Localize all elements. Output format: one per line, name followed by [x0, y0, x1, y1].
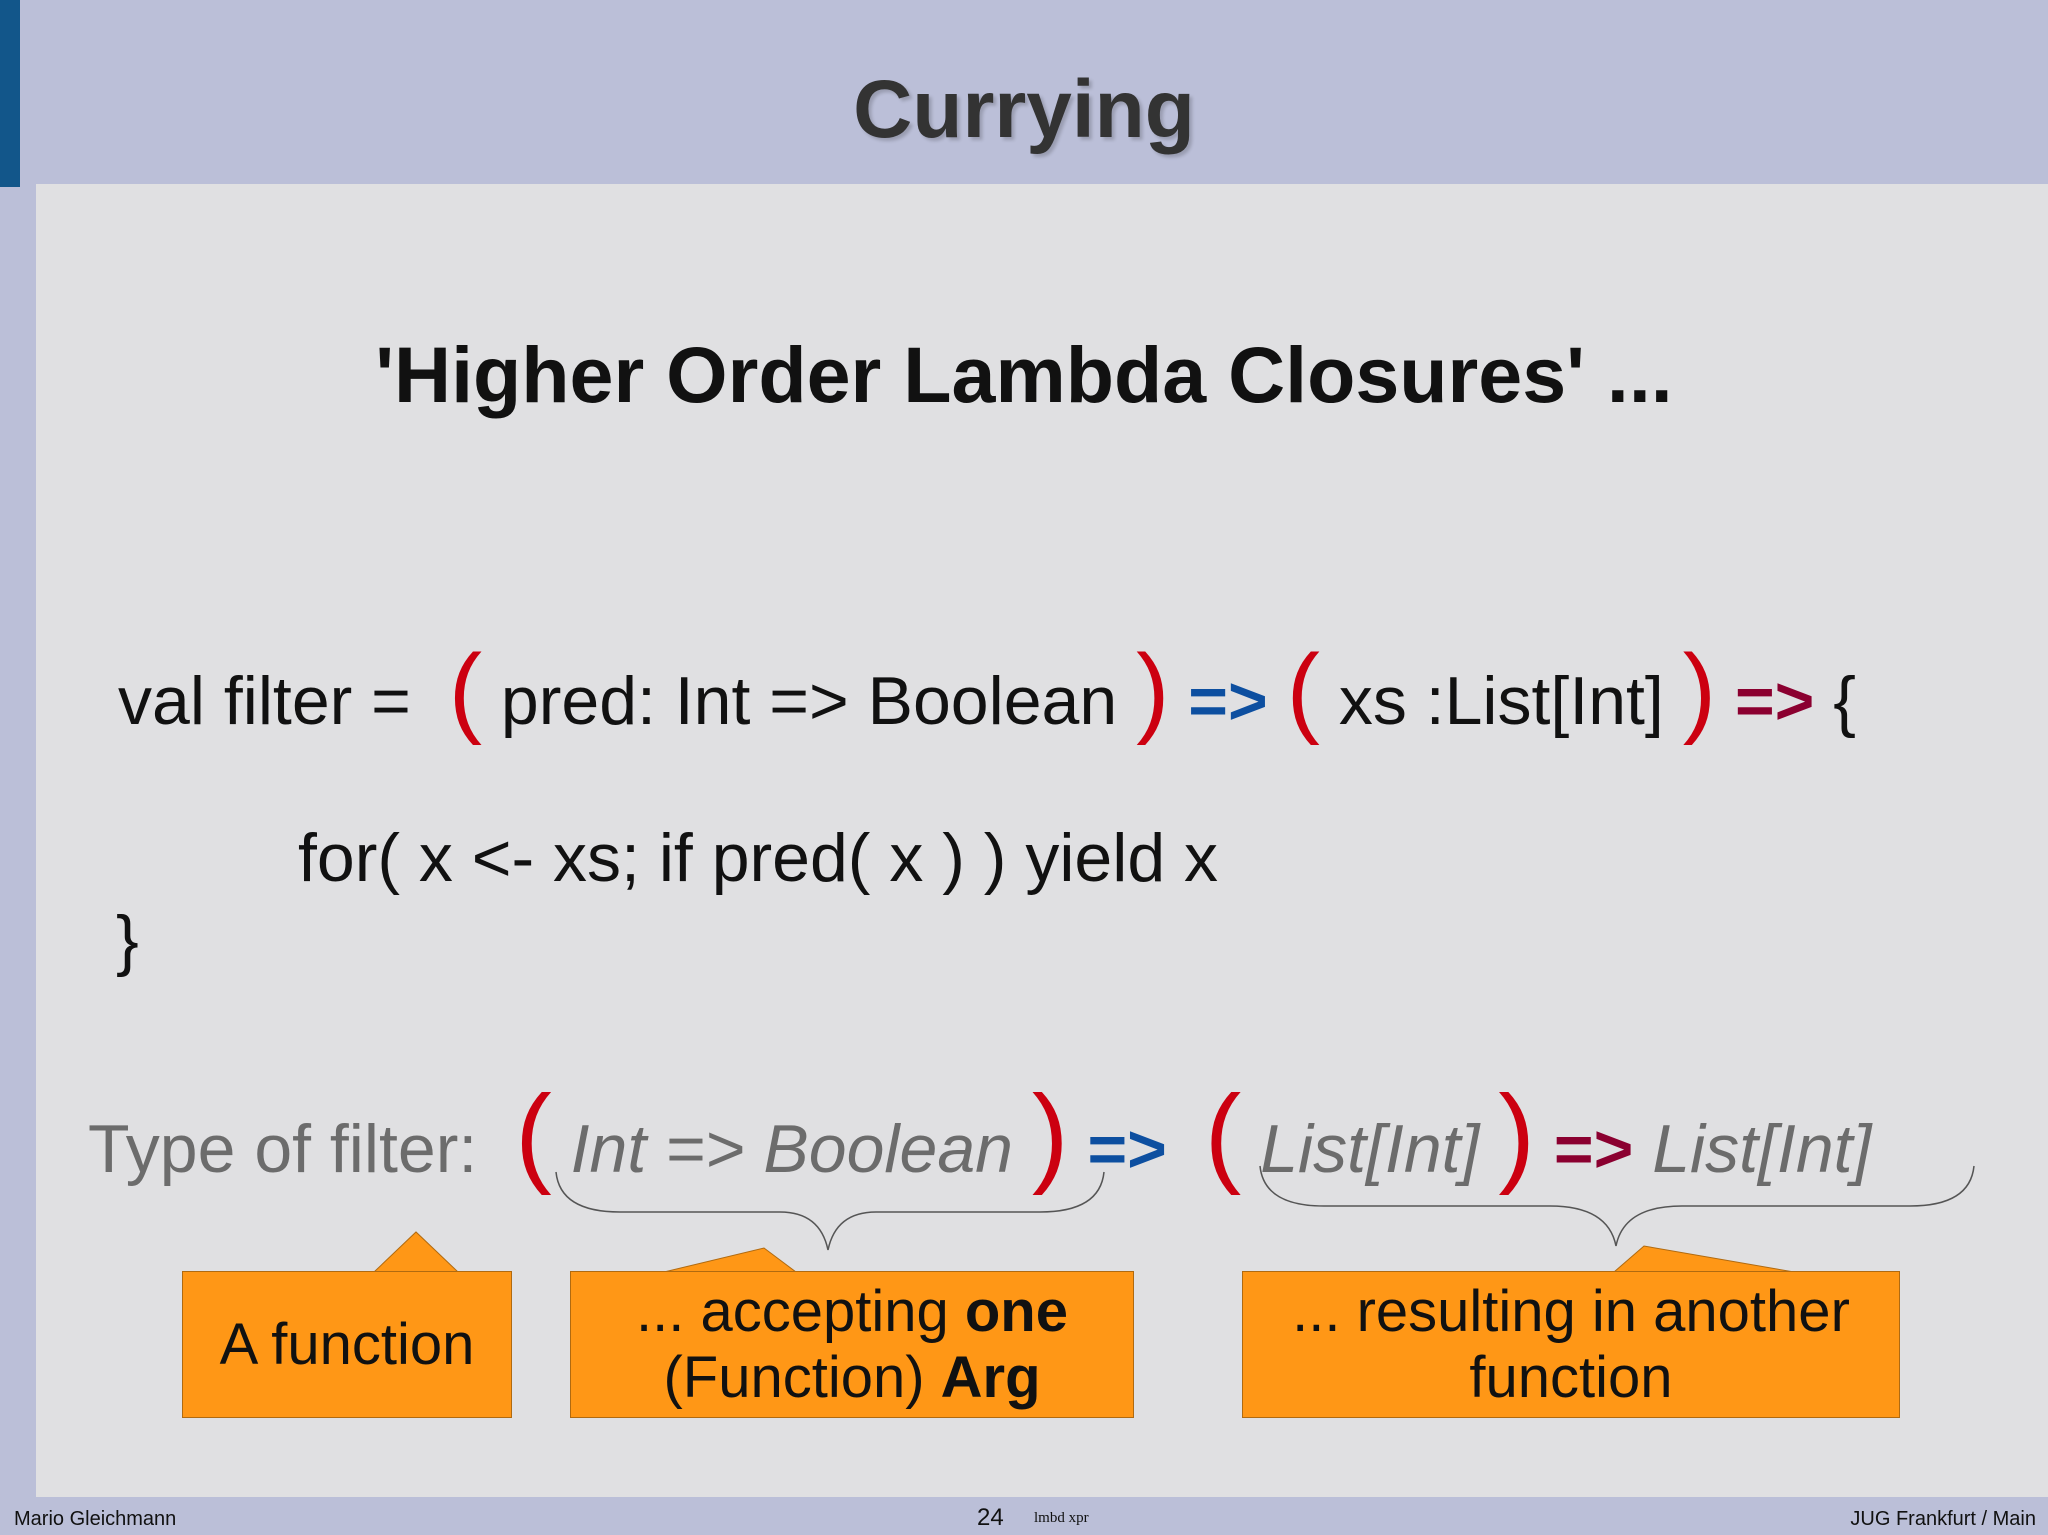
close-paren-1: )	[1136, 634, 1170, 746]
type-label: Type of filter:	[88, 1111, 478, 1187]
footer-page-number: 24	[977, 1504, 1004, 1531]
close-paren-2: )	[1682, 634, 1717, 746]
tail-resulting	[1612, 1245, 1795, 1273]
tail-accepting	[663, 1247, 798, 1273]
callout-accepting-line-2: (Function) Arg	[571, 1345, 1133, 1411]
code-prefix: val filter =	[118, 663, 430, 739]
callout-accepting-one-arg: ... accepting one (Function) Arg	[570, 1271, 1134, 1418]
callout-resulting-line-1: ... resulting in another	[1292, 1278, 1850, 1344]
type-open-paren-1: (	[515, 1073, 552, 1196]
code-arg-2: xs :List[Int]	[1338, 663, 1664, 739]
type-open-paren-2: (	[1204, 1073, 1242, 1196]
callout-function-text: (Function)	[663, 1344, 941, 1410]
code-open-brace: {	[1833, 663, 1856, 739]
open-paren-2: (	[1286, 634, 1320, 746]
callout-resulting-function: ... resulting in another function	[1242, 1271, 1900, 1418]
callout-accepting-line-1: ... accepting one	[571, 1279, 1133, 1345]
callout-arg-bold: Arg	[940, 1344, 1041, 1410]
tail-function	[372, 1231, 460, 1273]
arrow-red: =>	[1734, 663, 1815, 739]
footer-author: Mario Gleichmann	[14, 1508, 177, 1530]
callout-accepting-text: ... accepting	[636, 1278, 965, 1344]
callout-a-function-text: A function	[219, 1311, 475, 1377]
callout-resulting-line-2: function	[1469, 1344, 1673, 1410]
code-line-2: for( x <- xs; if pred( x ) ) yield x	[298, 820, 1219, 896]
slide-title: Currying	[853, 64, 1195, 155]
left-accent-bar	[0, 0, 20, 187]
slide-subtitle: 'Higher Order Lambda Closures' ...	[375, 330, 1673, 419]
code-arg-1: pred: Int => Boolean	[500, 663, 1118, 739]
type-close-paren-1: )	[1031, 1073, 1069, 1196]
footer-event: JUG Frankfurt / Main	[1850, 1508, 2036, 1530]
callout-a-function: A function	[182, 1271, 512, 1418]
footer-mark: lmbd xpr	[1034, 1510, 1089, 1526]
code-line-1: val filter = ( pred: Int => Boolean ) =>…	[118, 640, 1856, 741]
slide-header	[20, 0, 2048, 184]
open-paren-1: (	[448, 634, 482, 746]
arrow-blue: =>	[1188, 663, 1268, 739]
callout-accepting-bold: one	[964, 1278, 1068, 1344]
code-line-3: }	[116, 902, 139, 978]
